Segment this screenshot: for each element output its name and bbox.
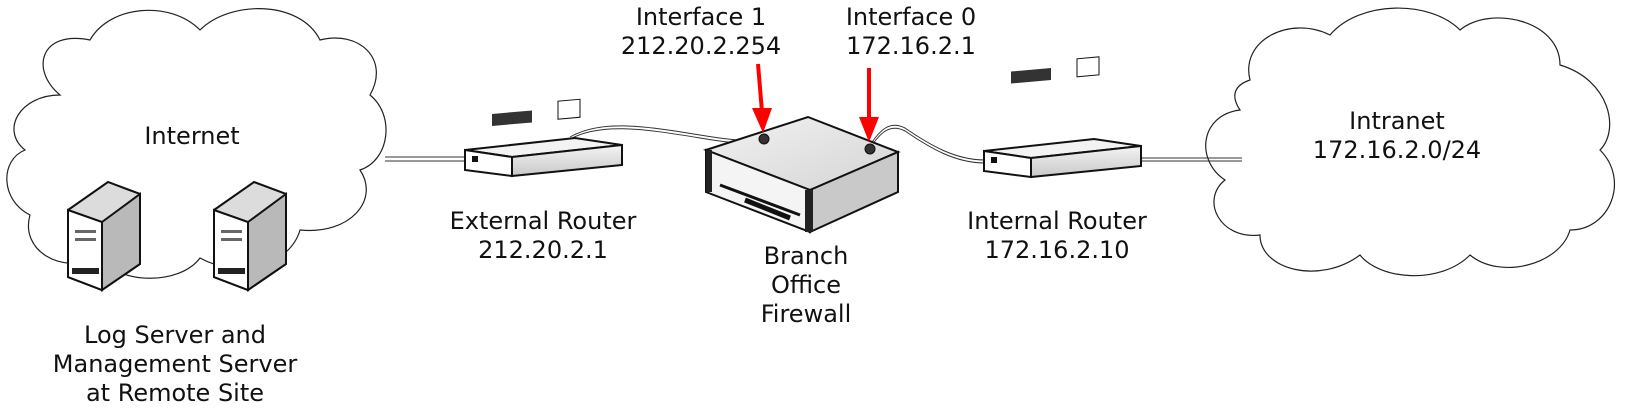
external-router-label: External Router 212.20.2.1 — [449, 207, 637, 264]
connection-lines — [385, 124, 1242, 164]
interface1-label: Interface 1 212.20.2.254 — [620, 3, 782, 60]
server-icon — [213, 180, 287, 292]
internet-cloud-label: Internet — [144, 122, 240, 150]
intranet-cloud-label: Intranet 172.16.2.0/24 — [1312, 107, 1482, 164]
interface0-port — [864, 143, 876, 155]
interface0-label: Interface 0 172.16.2.1 — [845, 3, 977, 60]
interface1-port — [758, 133, 770, 145]
firewall-label: Branch Office Firewall — [760, 242, 852, 328]
router-icon — [983, 56, 1142, 179]
intranet-cloud — [1205, 7, 1616, 277]
interface-arrows — [752, 63, 879, 142]
router-icon — [464, 98, 623, 178]
server-icon — [67, 180, 141, 292]
internal-router-label: Internal Router 172.16.2.10 — [967, 207, 1147, 264]
firewall-icon — [703, 115, 901, 234]
log-server-label: Log Server and Management Server at Remo… — [52, 321, 298, 407]
